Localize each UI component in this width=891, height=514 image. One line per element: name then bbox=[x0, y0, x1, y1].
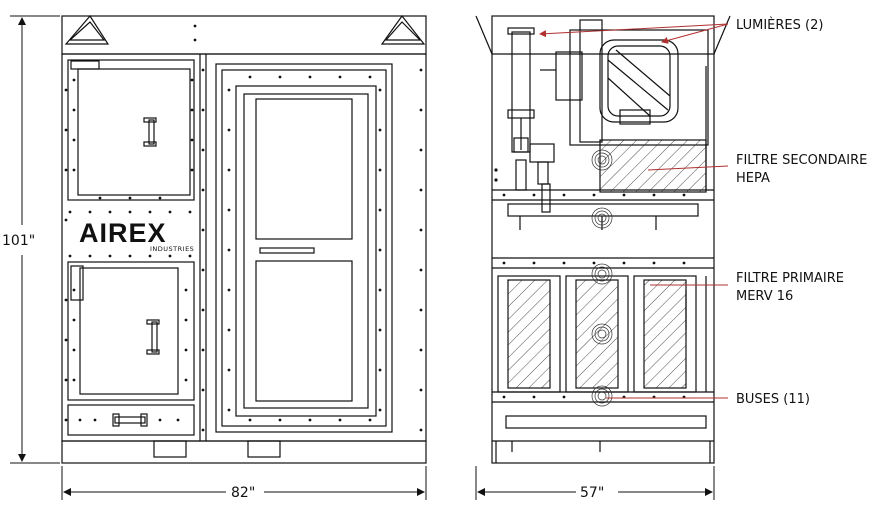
nozzle-markers bbox=[591, 149, 613, 407]
upper-access-panel bbox=[77, 68, 191, 196]
door-window-upper bbox=[255, 98, 353, 240]
side-frame bbox=[491, 15, 715, 464]
callout-primary-line1: FILTRE PRIMAIRE bbox=[736, 271, 844, 286]
front-base bbox=[61, 440, 427, 464]
merv-filter-3 bbox=[633, 275, 697, 393]
blower-housing bbox=[569, 29, 709, 146]
blower-plate bbox=[579, 19, 603, 143]
forklift-pocket-right bbox=[247, 440, 281, 458]
leader-lines bbox=[539, 23, 729, 399]
dimension-lines bbox=[10, 15, 715, 500]
bottom-tray bbox=[505, 415, 707, 429]
front-view bbox=[61, 14, 427, 464]
side-view bbox=[475, 15, 731, 464]
dim-width-front: 82" bbox=[231, 485, 255, 501]
logo-name: AIREX bbox=[79, 218, 167, 248]
valve-body bbox=[529, 143, 555, 163]
leader-lights-2 bbox=[661, 23, 729, 44]
front-lifting-lug-left bbox=[64, 14, 110, 45]
front-door bbox=[235, 85, 377, 417]
upper-panel-handle bbox=[148, 119, 155, 145]
forklift-pocket-left bbox=[153, 440, 187, 458]
callout-secondary-line2: HEPA bbox=[736, 171, 770, 186]
callout-nozzles: BUSES (11) bbox=[736, 392, 810, 407]
blower-motor bbox=[599, 39, 679, 123]
front-rivets bbox=[64, 24, 423, 432]
side-rivets bbox=[494, 168, 686, 399]
front-door-frame bbox=[215, 63, 393, 433]
door-handle-bar bbox=[259, 247, 315, 254]
leader-lights-1 bbox=[539, 23, 729, 38]
dim-width-side: 57" bbox=[580, 485, 604, 501]
merv-filter-1 bbox=[497, 275, 561, 393]
door-window-lower bbox=[255, 260, 353, 402]
bottom-drawer bbox=[67, 404, 195, 436]
front-top-cap bbox=[61, 15, 427, 55]
callout-primary-line2: MERV 16 bbox=[736, 289, 793, 304]
front-lifting-lug-right bbox=[380, 14, 426, 45]
leader-secondary bbox=[647, 165, 729, 171]
callout-secondary-line1: FILTRE SECONDAIRE bbox=[736, 153, 867, 168]
merv-filter-2 bbox=[565, 275, 629, 393]
mid-tray bbox=[507, 203, 699, 217]
hepa-filter bbox=[599, 139, 707, 193]
dim-height: 101" bbox=[2, 233, 35, 249]
nozzle-stem bbox=[541, 183, 551, 213]
logo-sub: INDUSTRIES bbox=[150, 245, 194, 253]
lower-access-panel bbox=[79, 267, 179, 395]
lower-panel-handle bbox=[151, 321, 158, 353]
airex-logo: AIREX INDUSTRIES bbox=[79, 218, 194, 253]
callout-lights: LUMIÈRES (2) bbox=[736, 17, 823, 33]
